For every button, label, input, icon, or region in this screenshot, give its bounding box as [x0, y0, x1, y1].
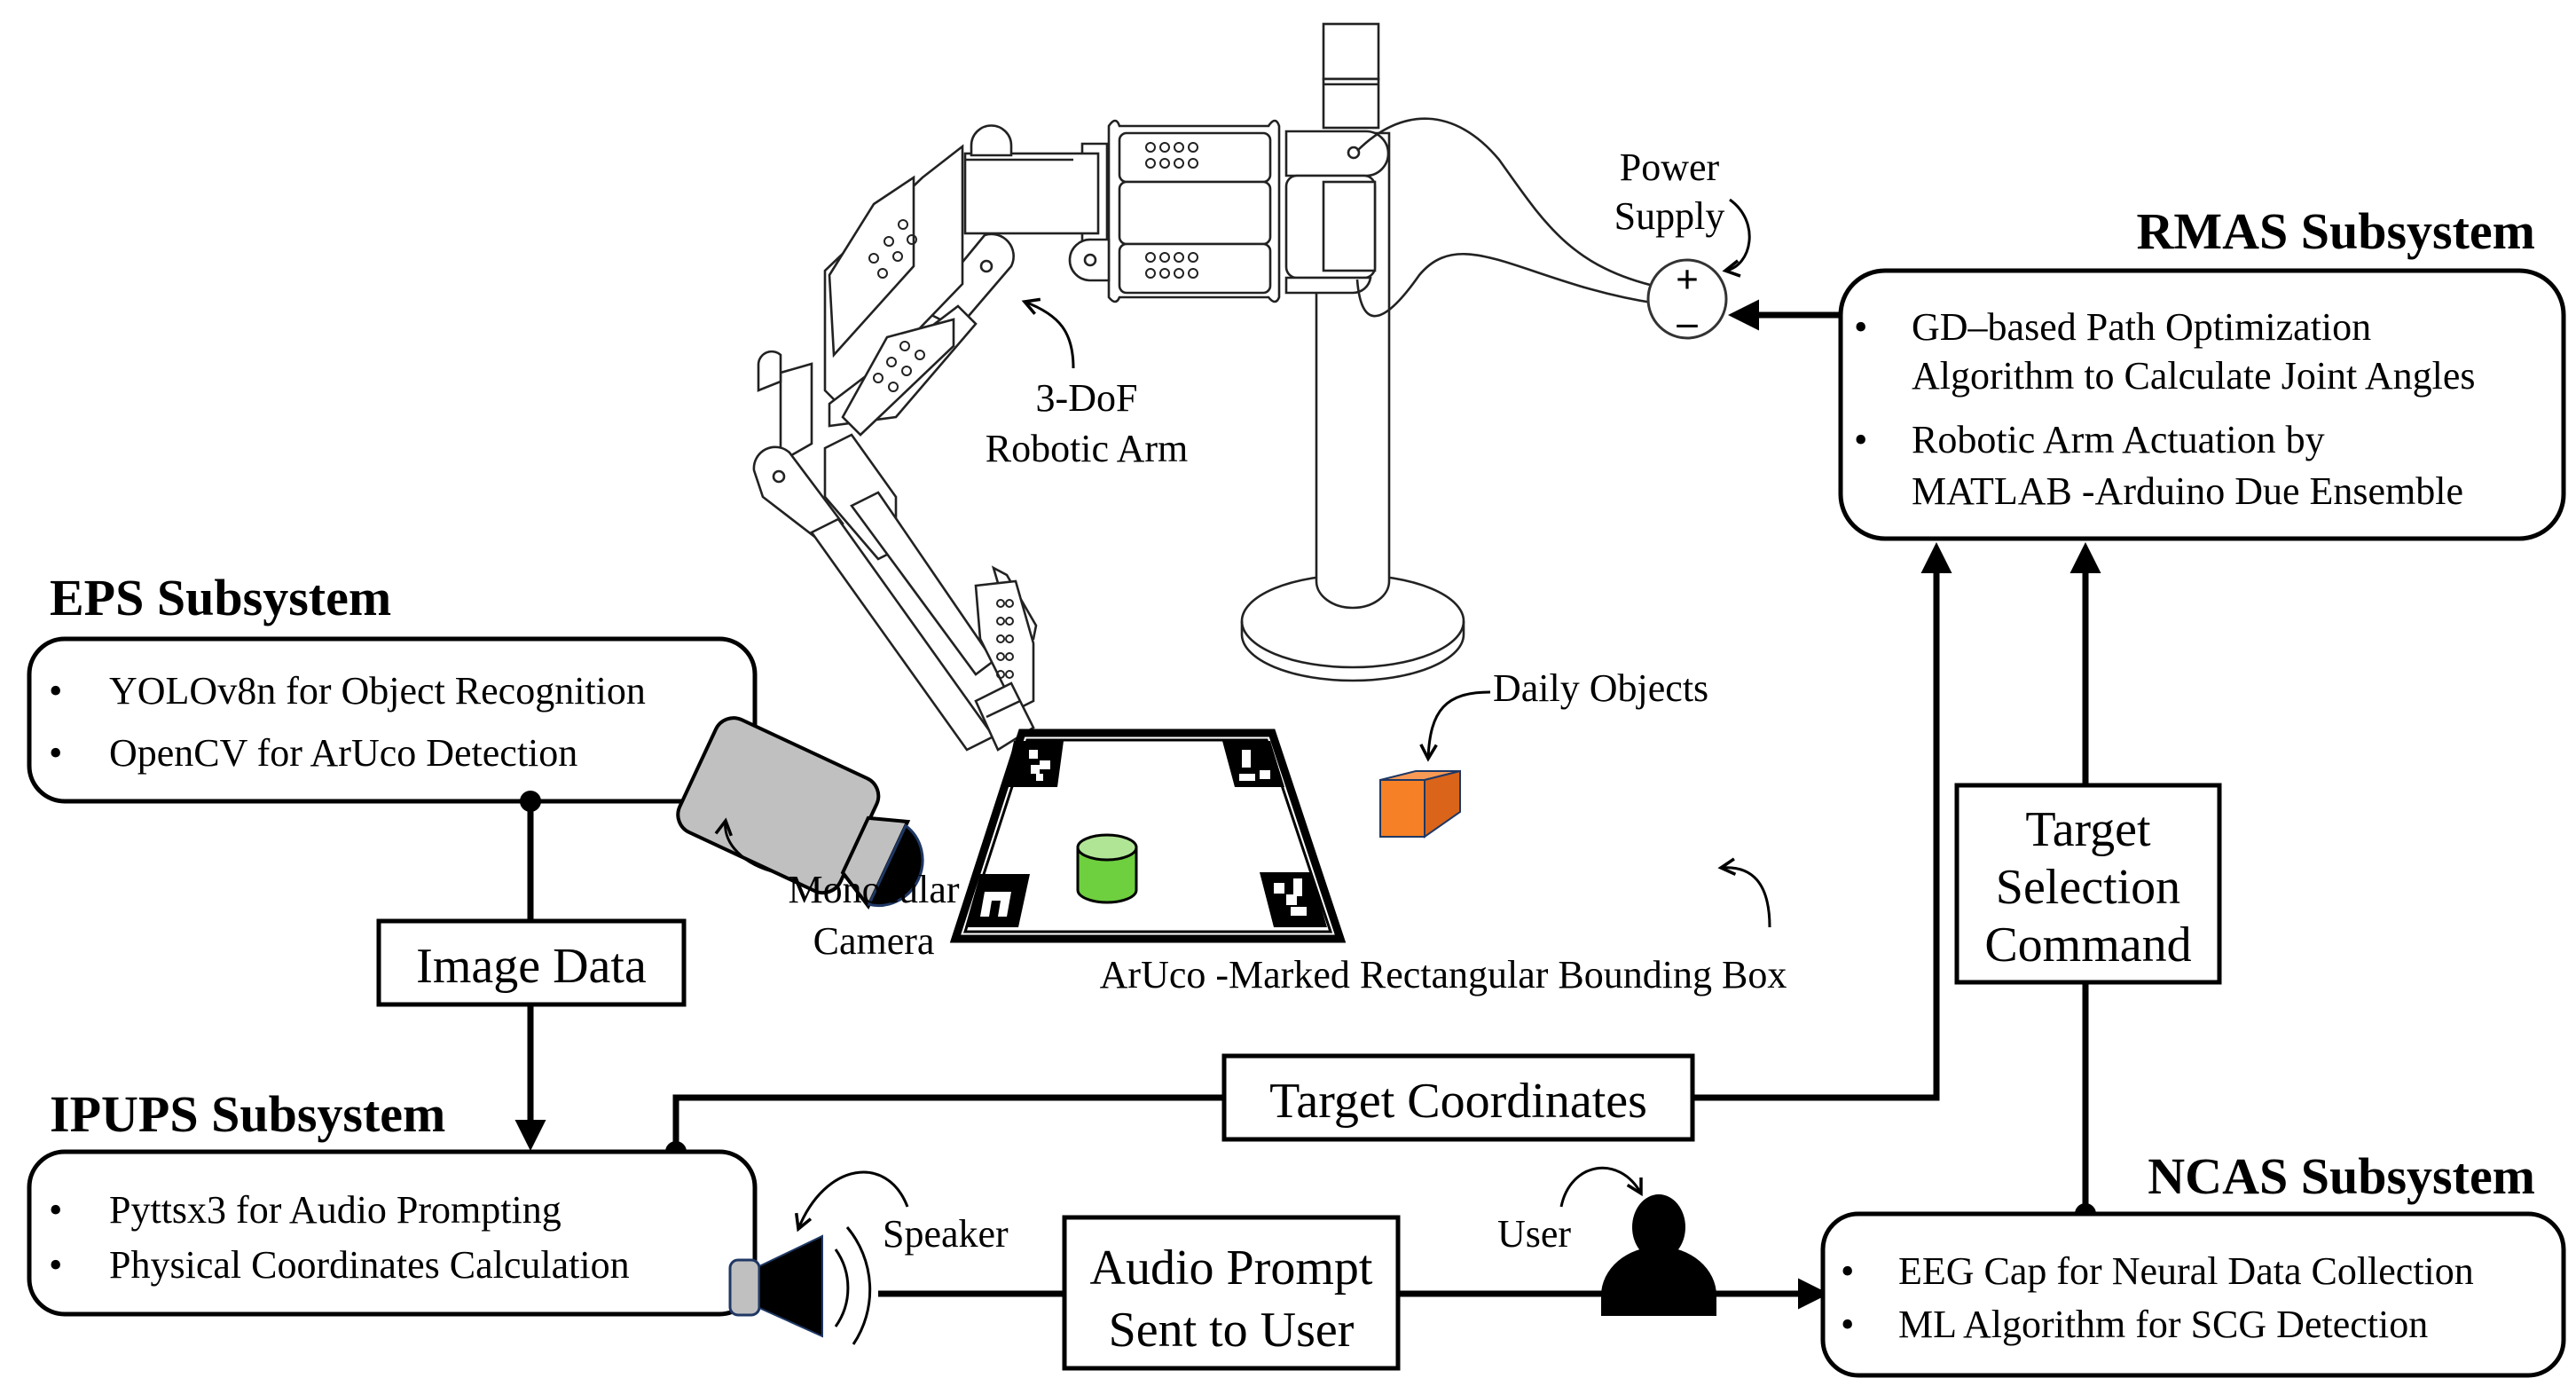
ncas-title: NCAS Subsystem: [2148, 1147, 2535, 1205]
ipups-item-2: Physical Coordinates Calculation: [109, 1243, 630, 1287]
daily-objects-label: Daily Objects: [1493, 666, 1708, 710]
robotic-arm-illustration: [752, 22, 1658, 752]
speaker-icon: [728, 1226, 872, 1345]
speaker: Speaker: [728, 1170, 1009, 1345]
ipups-bullet-2: •: [49, 1243, 62, 1287]
arm-elbow-joint: [920, 124, 1100, 330]
rmas-bullet-2: •: [1854, 418, 1867, 461]
eps-item-2: OpenCV for ArUco Detection: [109, 731, 577, 775]
audio-prompt-line2: Sent to User: [1109, 1303, 1355, 1358]
power-wire-positive: [1356, 117, 1658, 288]
aruco-bounding-box: [949, 729, 1461, 943]
ipups-item-1: Pyttsx3 for Audio Prompting: [109, 1188, 562, 1232]
green-cylinder-object: [1076, 833, 1138, 904]
power-supply-label-line1: Power: [1620, 146, 1720, 189]
ipups-title: IPUPS Subsystem: [50, 1085, 445, 1143]
eps-box: • YOLOv8n for Object Recognition • OpenC…: [27, 636, 758, 804]
rmas-title: RMAS Subsystem: [2136, 202, 2535, 260]
target-selection-line2: Selection: [1996, 860, 2180, 915]
aruco-marker-top-left: [1004, 741, 1064, 787]
eps-bullet-1: •: [49, 669, 62, 713]
power-wire-negative: [1355, 253, 1658, 318]
rmas-box: • GD–based Path Optimization Algorithm t…: [1838, 268, 2566, 541]
rmas-item-1-line2: Algorithm to Calculate Joint Angles: [1912, 354, 2476, 398]
robotic-arm-label-line2: Robotic Arm: [986, 427, 1189, 470]
ncas-bullet-1: •: [1841, 1249, 1854, 1293]
ncas-box: • EEG Cap for Neural Data Collection • M…: [1820, 1211, 2566, 1378]
daily-objects-arrow: [1428, 690, 1491, 759]
aruco-marker-top-right: [1222, 741, 1284, 787]
orange-box-object: [1379, 769, 1461, 839]
aruco-marker-bottom-left: [965, 874, 1030, 927]
user-label-arrow: [1559, 1166, 1641, 1208]
target-coordinates-to-rmas-arrow: [1692, 542, 1952, 1101]
ipups-bullet-1: •: [49, 1188, 62, 1232]
robotic-arm-label-line1: 3-DoF: [1036, 376, 1138, 420]
arm-wrist-gripper: [752, 350, 1038, 752]
user: User: [1497, 1166, 1716, 1316]
camera-label-line1: Monocular: [788, 868, 959, 911]
speaker-label-arrow: [798, 1170, 909, 1229]
arm-shoulder-joint: [1284, 130, 1390, 295]
target-coordinates-line-left: [672, 1094, 1224, 1152]
arm-forearm-link: [823, 144, 978, 437]
power-supply: + – Power Supply: [1614, 146, 1751, 344]
target-selection-line3: Command: [1984, 918, 2191, 973]
ipups-box: • Pyttsx3 for Audio Prompting • Physical…: [27, 1149, 758, 1317]
power-supply-icon: [1646, 258, 1728, 340]
power-supply-label-line2: Supply: [1614, 194, 1725, 238]
user-icon: [1601, 1194, 1716, 1316]
target-selection-line1: Target: [2025, 802, 2151, 857]
eps-item-1: YOLOv8n for Object Recognition: [109, 669, 646, 713]
aruco-marker-bottom-right: [1260, 872, 1327, 927]
eps-bullet-2: •: [49, 731, 62, 775]
eps-title: EPS Subsystem: [50, 569, 391, 626]
plus-icon: +: [1676, 256, 1699, 302]
ncas-item-2: ML Algorithm for SCG Detection: [1898, 1303, 2428, 1346]
minus-icon: –: [1677, 299, 1699, 344]
image-data-label: Image Data: [416, 939, 647, 994]
speaker-label: Speaker: [883, 1212, 1009, 1256]
arm-label-arrow: [1025, 302, 1075, 369]
image-data-box: [376, 918, 687, 1007]
upper-link-holes: [1145, 142, 1198, 279]
ncas-item-1: EEG Cap for Neural Data Collection: [1898, 1249, 2474, 1293]
rmas-item-2-line1: Robotic Arm Actuation by: [1912, 418, 2325, 461]
ncas-bullet-2: •: [1841, 1303, 1854, 1346]
target-coordinates-label: Target Coordinates: [1269, 1074, 1647, 1129]
audio-prompt-line1: Audio Prompt: [1090, 1240, 1373, 1296]
camera-icon: [676, 716, 924, 910]
arm-upper-link: [1068, 119, 1281, 303]
rmas-bullet-1: •: [1854, 305, 1867, 349]
rmas-item-2-line2: MATLAB -Arduino Due Ensemble: [1912, 469, 2463, 513]
target-selection-box: [1954, 783, 2222, 985]
bounding-box-label: ArUco -Marked Rectangular Bounding Box: [1100, 953, 1787, 996]
rmas-item-1-line1: GD–based Path Optimization: [1912, 305, 2371, 349]
camera-label-line2: Camera: [813, 919, 935, 963]
user-label: User: [1497, 1212, 1571, 1256]
camera-label-arrow: [726, 821, 773, 873]
power-supply-arrow: [1725, 198, 1751, 271]
monocular-camera: Monocular Camera: [676, 716, 960, 963]
bounding-box-arrow: [1721, 868, 1771, 928]
